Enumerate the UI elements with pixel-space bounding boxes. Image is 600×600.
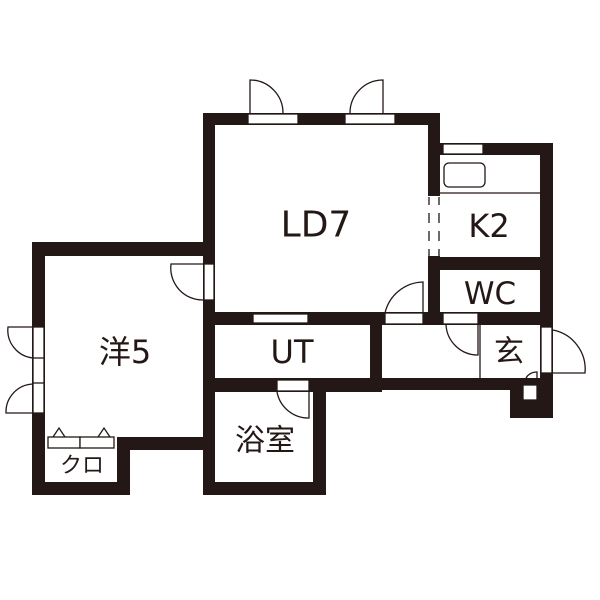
door[interactable] xyxy=(384,312,424,325)
room-label-closet: クロ xyxy=(60,454,104,479)
sink-icon xyxy=(443,162,486,188)
window xyxy=(344,113,396,125)
room-label-kitchen: K2 xyxy=(468,207,509,245)
window xyxy=(247,113,299,125)
room-label-bathroom: 浴室 xyxy=(235,424,295,459)
openings xyxy=(5,79,586,449)
window xyxy=(442,143,484,155)
room-label-wc: WC xyxy=(464,276,516,312)
room-label-utility: UT xyxy=(271,333,314,371)
door[interactable] xyxy=(276,379,310,392)
room-label-ld: LD7 xyxy=(281,205,352,246)
door[interactable] xyxy=(442,312,479,325)
room-label-western-room: 洋5 xyxy=(99,333,151,371)
window xyxy=(32,326,45,414)
room-label-entrance: 玄 xyxy=(494,335,524,370)
window xyxy=(252,313,309,324)
door-swing xyxy=(349,79,384,114)
room-labels: LD7 K2 WC 洋5 UT 浴室 クロ 玄 xyxy=(60,205,524,479)
entrance-door[interactable] xyxy=(540,326,553,374)
door[interactable] xyxy=(203,263,215,301)
door-swing xyxy=(249,79,284,114)
